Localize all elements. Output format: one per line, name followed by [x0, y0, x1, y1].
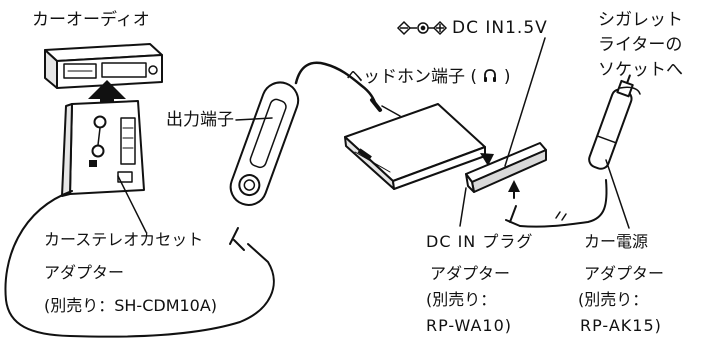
headphone-jack-text: ヘッドホン端子 ( — [346, 67, 478, 87]
cassette-adapter-label-2: アダプター — [44, 263, 125, 282]
cigarette-label-2: ライターの — [598, 35, 683, 55]
car-power-adapter — [588, 74, 634, 170]
leader-car-power — [605, 159, 630, 229]
leader-cassette — [117, 175, 147, 233]
cigarette-label-3: ソケットへ — [598, 60, 683, 80]
headphone-cable — [294, 61, 378, 108]
output-jack-label: 出力端子 — [166, 110, 234, 130]
headphone-icon — [484, 69, 497, 82]
cassette-adapter-label-3: (別売り：SH-CDM10A) — [44, 296, 218, 315]
power-cable — [519, 179, 608, 228]
headphone-jack-close: ) — [503, 67, 511, 87]
cassette-adapter-label-1: カーステレオカセット — [44, 230, 204, 249]
car-audio-unit — [44, 43, 163, 89]
cassette-cable — [4, 190, 275, 338]
cassette-adapter — [61, 100, 145, 197]
leader-output — [235, 117, 273, 121]
output-plug — [229, 227, 245, 251]
insert-arrow — [88, 80, 126, 106]
headphone-jack-label: ヘッドホン端子 ( ) — [346, 66, 511, 87]
dc-polarity-symbol-icon — [396, 20, 452, 36]
car-power-label-2: アダプター — [584, 264, 665, 283]
leader-dcin-plug — [459, 187, 467, 227]
dcin-plug-label-4: RP-WA10) — [426, 316, 513, 335]
car-power-label-1: カー電源 — [584, 232, 649, 251]
dcin-plug-label-1: DC IN プラグ — [426, 232, 534, 251]
battery-case — [344, 103, 486, 190]
dcin-plug-label-2: アダプター — [430, 264, 511, 283]
leader-headphone — [381, 105, 401, 117]
dcin-arrow — [480, 153, 494, 166]
dcin-plug-label-3: (別売り： — [426, 290, 497, 309]
dc-in-label: DC IN1.5V — [452, 18, 548, 38]
car-power-label-4: RP-AK15) — [580, 316, 662, 335]
plug-insert-arrow — [508, 180, 520, 192]
leader-dcin-top — [504, 37, 546, 167]
cigarette-label-1: シガレット — [598, 10, 683, 30]
portable-player — [229, 81, 300, 206]
dc-plug — [505, 205, 521, 227]
car-power-label-3: (別売り： — [578, 290, 649, 309]
car-audio-label: カーオーディオ — [32, 10, 150, 30]
